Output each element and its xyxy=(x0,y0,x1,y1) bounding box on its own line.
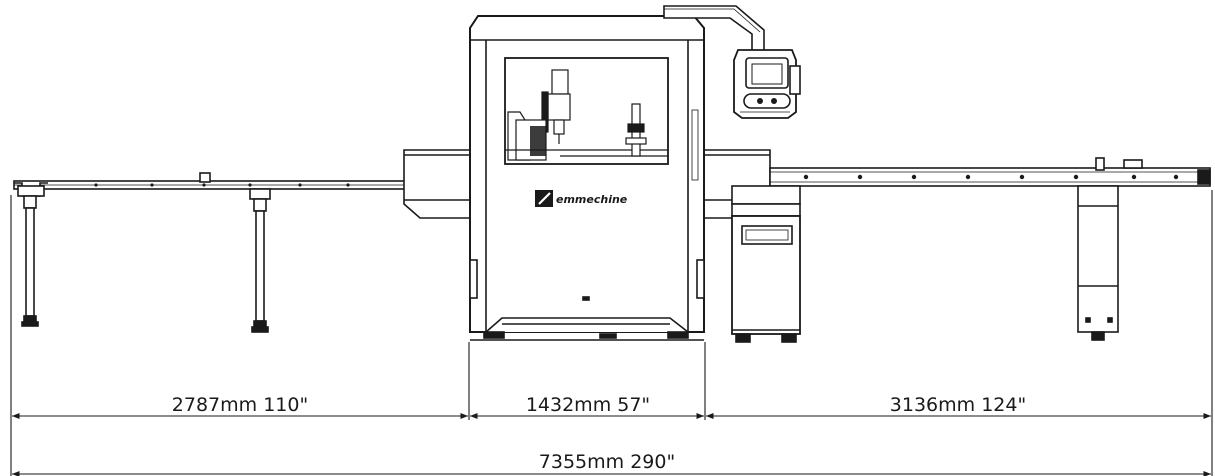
right-outfeed-dimension: 3136mm 124" xyxy=(890,394,1026,416)
main-machine-cabinet: emmechine xyxy=(469,15,705,341)
operator-touch-panel xyxy=(733,49,801,119)
left-infeed-dimension: 2787mm 110" xyxy=(172,394,308,416)
right-electrical-cabinet xyxy=(731,185,801,343)
total-length-dimension: 7355mm 290" xyxy=(539,451,675,473)
left-infeed-conveyor xyxy=(13,172,407,333)
dimension-lines xyxy=(10,190,1213,476)
right-outfeed-conveyor xyxy=(769,157,1211,341)
brand-logo-text: emmechine xyxy=(556,193,628,206)
left-side-guard xyxy=(403,149,471,219)
center-machine-dimension: 1432mm 57" xyxy=(526,394,650,416)
